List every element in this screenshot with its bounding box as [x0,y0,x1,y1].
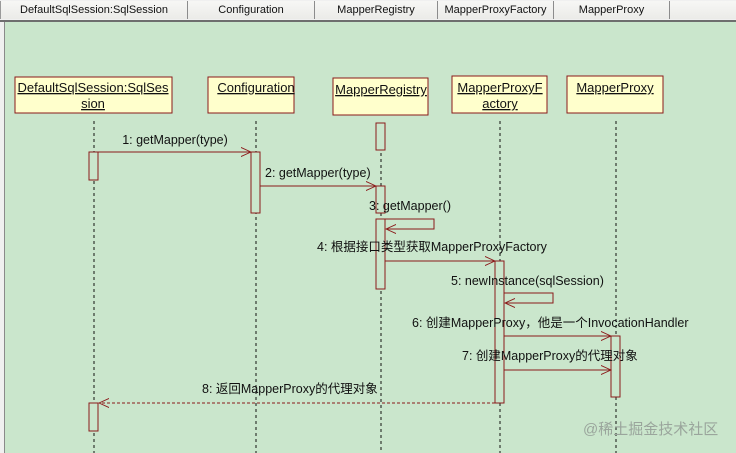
message-label: 1: getMapper(type) [122,133,228,147]
message-label: 2: getMapper(type) [265,166,371,180]
activation-session-2 [88,402,99,432]
object-label: actory [482,96,518,111]
object-label: DefaultSqlSession:SqlSes [17,80,169,95]
object-config[interactable]: Configuration [207,76,295,114]
header-tab-mapper-registry[interactable]: MapperRegistry [315,1,438,19]
object-label: MapperProxyF [457,80,542,95]
activation-registry-2 [375,218,386,290]
activation-registry-1 [375,185,386,214]
header-tab-configuration[interactable]: Configuration [188,1,315,19]
activation-registry-0 [375,122,386,151]
message-8-return: 8: 返回MapperProxy的代理对象 [99,381,495,403]
watermark-text: @稀土掘金技术社区 [583,421,718,438]
message-label: 4: 根据接口类型获取MapperProxyFactory [317,239,548,254]
activation-session-1 [88,151,99,181]
object-factory[interactable]: MapperProxyF actory [451,75,548,114]
message-4: 4: 根据接口类型获取MapperProxyFactory [317,239,548,261]
header-tab-mapper-proxy-factory[interactable]: MapperProxyFactory [438,1,554,19]
activation-config-1 [250,151,261,214]
tab-label: MapperProxyFactory [444,4,547,16]
header-tab-empty [670,1,736,19]
message-label: 6: 创建MapperProxy，他是一个InvocationHandler [412,316,689,330]
header-tab-mapper-proxy[interactable]: MapperProxy [554,1,670,19]
object-label: sion [81,96,105,111]
object-label: Configuration [217,80,294,95]
lifeline-header-bar: DefaultSqlSession:SqlSession Configurati… [0,0,736,22]
tab-label: MapperProxy [578,4,645,16]
object-label: MapperRegistry [335,82,427,97]
object-session[interactable]: DefaultSqlSession:SqlSes sion [14,76,173,114]
activation-factory-1 [494,260,505,404]
message-label: 5: newInstance(sqlSession) [451,274,604,288]
tab-label: DefaultSqlSession:SqlSession [20,4,168,16]
object-proxy[interactable]: MapperProxy [566,75,664,114]
tab-label: Configuration [218,4,284,16]
message-5: 5: newInstance(sqlSession) [451,274,604,303]
message-7: 7: 创建MapperProxy的代理对象 [462,348,638,370]
message-label: 7: 创建MapperProxy的代理对象 [462,348,638,363]
object-label: MapperProxy [576,80,654,95]
header-tab-session[interactable]: DefaultSqlSession:SqlSession [0,1,188,19]
message-6: 6: 创建MapperProxy，他是一个InvocationHandler [412,316,689,336]
message-label: 3: getMapper() [369,199,451,213]
activation-proxy-1 [610,335,621,398]
message-2: 2: getMapper(type) [260,166,376,186]
message-1: 1: getMapper(type) [98,133,251,152]
message-3: 3: getMapper() [369,199,451,229]
tab-label: MapperRegistry [337,4,415,16]
object-registry[interactable]: MapperRegistry [332,77,429,116]
message-label: 8: 返回MapperProxy的代理对象 [202,381,378,396]
activations [88,122,621,432]
